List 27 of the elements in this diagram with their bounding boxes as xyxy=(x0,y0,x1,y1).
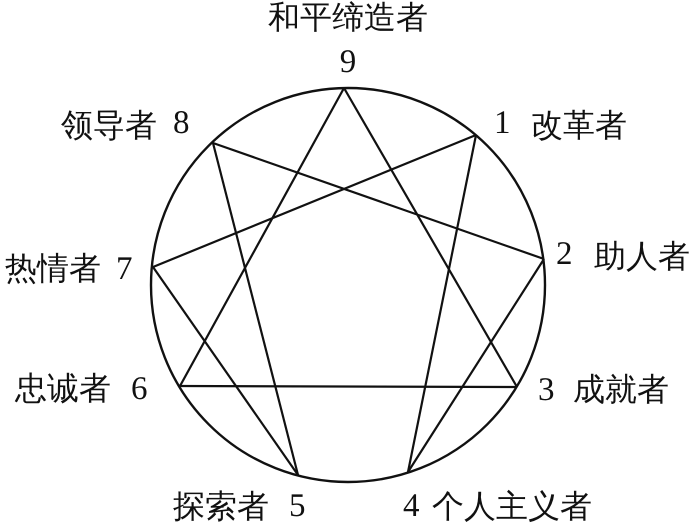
connector-line xyxy=(180,384,517,388)
connector-line xyxy=(407,258,545,473)
connector-line xyxy=(179,87,345,387)
type-name: 助人者 xyxy=(594,240,690,272)
connector-line xyxy=(152,266,299,476)
type-name: 和平缔造者 xyxy=(268,1,428,33)
type-name: 改革者 xyxy=(531,109,627,141)
type-number: 7 xyxy=(116,253,132,286)
type-name: 成就者 xyxy=(573,373,669,405)
type-number: 6 xyxy=(131,373,148,406)
connector-line xyxy=(343,87,518,388)
connector-line xyxy=(152,134,476,268)
type-name: 探索者 xyxy=(173,490,269,522)
type-number: 2 xyxy=(556,238,572,271)
type-number: 5 xyxy=(289,490,306,523)
type-number: 1 xyxy=(494,107,510,140)
type-name: 热情者 xyxy=(5,252,101,284)
connector-line xyxy=(406,134,478,472)
connector-line xyxy=(212,142,300,476)
type-name: 忠诚者 xyxy=(15,372,111,404)
type-name: 个人主义者 xyxy=(432,490,592,522)
connector-line xyxy=(212,142,544,260)
type-number: 3 xyxy=(538,374,554,407)
type-number: 8 xyxy=(173,107,190,140)
type-number: 4 xyxy=(403,490,420,523)
type-name: 领导者 xyxy=(61,109,157,141)
type-number: 9 xyxy=(340,46,356,79)
